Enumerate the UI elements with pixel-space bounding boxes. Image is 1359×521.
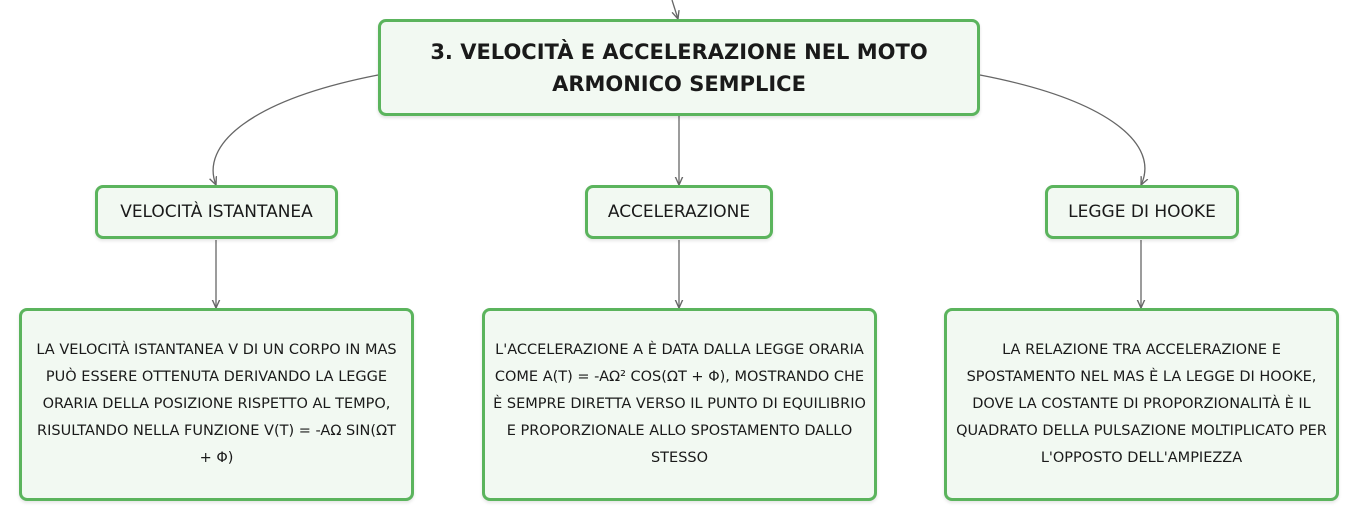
detail-legge-di-hooke[interactable]: LA RELAZIONE TRA ACCELERAZIONE E SPOSTAM… — [944, 308, 1339, 501]
branch-velocita-istantanea-label: VELOCITÀ ISTANTANEA — [120, 202, 313, 222]
detail-accelerazione-text: L'ACCELERAZIONE A È DATA DALLA LEGGE ORA… — [493, 342, 866, 466]
detail-velocita-istantanea-text: LA VELOCITÀ ISTANTANEA V DI UN CORPO IN … — [36, 342, 397, 466]
root-topic-label: 3. VELOCITÀ E ACCELERAZIONE NEL MOTO ARM… — [430, 39, 928, 96]
connector-root-hooke — [979, 74, 1145, 185]
branch-accelerazione[interactable]: ACCELERAZIONE — [585, 185, 773, 239]
branch-velocita-istantanea[interactable]: VELOCITÀ ISTANTANEA — [95, 185, 338, 239]
detail-accelerazione[interactable]: L'ACCELERAZIONE A È DATA DALLA LEGGE ORA… — [482, 308, 877, 501]
branch-legge-di-hooke-label: LEGGE DI HOOKE — [1068, 202, 1216, 222]
detail-legge-di-hooke-text: LA RELAZIONE TRA ACCELERAZIONE E SPOSTAM… — [956, 342, 1327, 466]
connector-root-velocita — [213, 74, 379, 185]
root-topic[interactable]: 3. VELOCITÀ E ACCELERAZIONE NEL MOTO ARM… — [378, 19, 980, 116]
branch-accelerazione-label: ACCELERAZIONE — [607, 202, 751, 222]
detail-velocita-istantanea[interactable]: LA VELOCITÀ ISTANTANEA V DI UN CORPO IN … — [19, 308, 414, 501]
parent-connector — [671, 0, 678, 19]
branch-legge-di-hooke[interactable]: LEGGE DI HOOKE — [1045, 185, 1239, 239]
